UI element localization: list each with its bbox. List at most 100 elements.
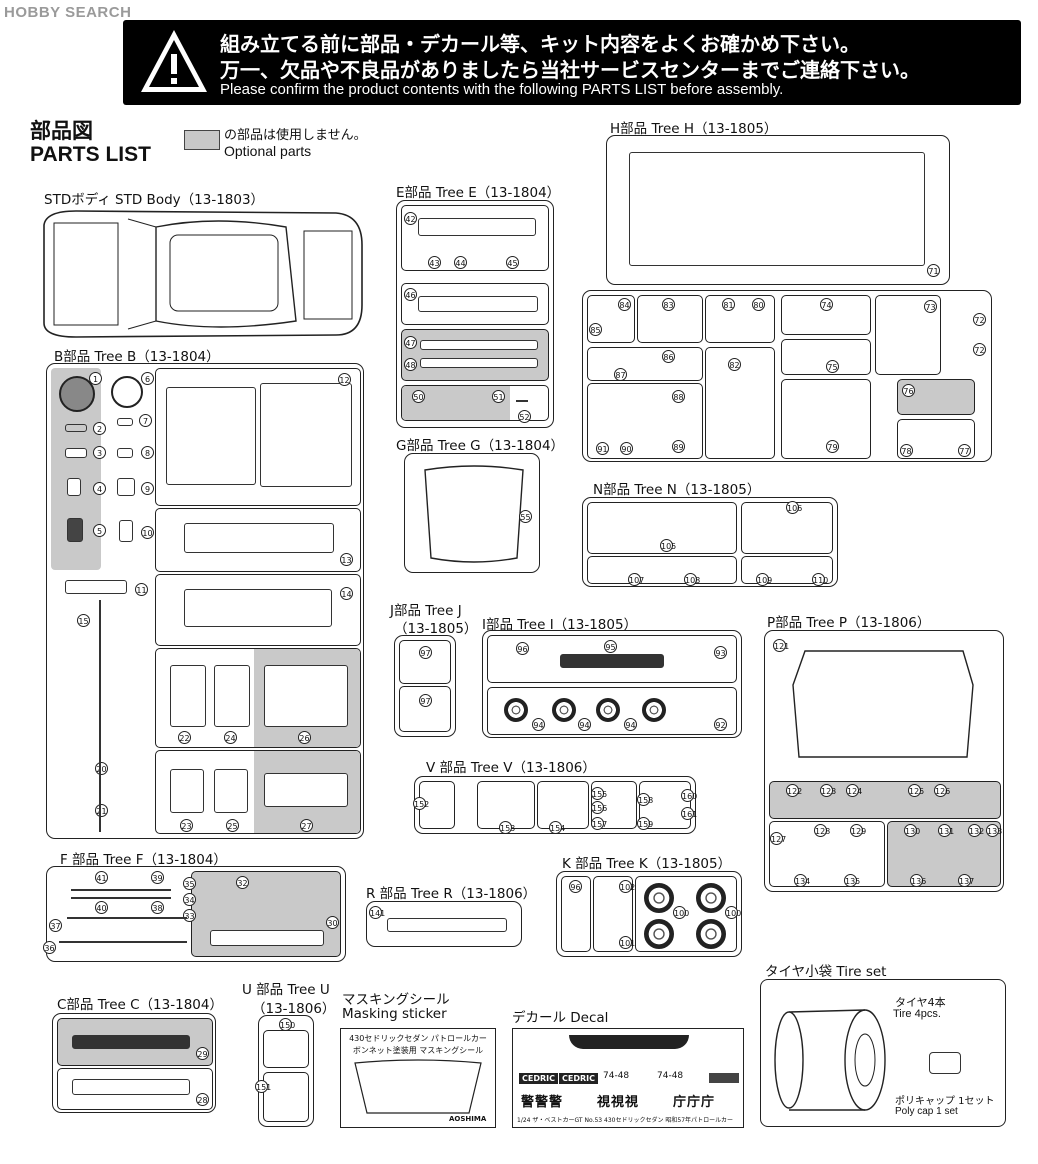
part-number-14: 14 xyxy=(340,587,353,600)
part-number-20: 20 xyxy=(95,762,108,775)
poly-cap-en: Poly cap 1 set xyxy=(895,1106,958,1117)
part-number-83: 83 xyxy=(662,298,675,311)
interior-side-part xyxy=(184,589,332,627)
decal-sheet: CEDRIC CEDRIC 74-48 74-48 警警警 視視視 庁庁庁 1/… xyxy=(512,1028,744,1128)
rod-part xyxy=(59,941,187,943)
part-number-97b: 97 xyxy=(419,694,432,707)
part-number-28: 28 xyxy=(196,1093,209,1106)
wheel-part xyxy=(642,698,666,722)
part-number-45: 45 xyxy=(506,256,519,269)
part-number-35: 35 xyxy=(183,877,196,890)
brake-cell: 81 80 xyxy=(705,295,775,343)
part-number-130: 130 xyxy=(904,824,920,837)
part-number-106: 106 xyxy=(786,501,802,514)
part-number-10: 10 xyxy=(141,526,154,539)
part-number-152: 152 xyxy=(413,797,429,810)
tree-j-label-2: （13-1805） xyxy=(394,621,478,637)
part-number-79: 79 xyxy=(826,440,839,453)
part-number-12: 12 xyxy=(338,373,351,386)
optional-muffler-cell: 76 xyxy=(897,379,975,415)
wheel-cell xyxy=(635,876,737,952)
tree-j-label-1: J部品 Tree J xyxy=(390,603,462,619)
part-number-42: 42 xyxy=(404,212,417,225)
seat-part xyxy=(170,665,206,727)
bumper-part xyxy=(420,340,538,350)
seat-base-cell: 23 25 27 xyxy=(155,750,361,834)
part-number-153: 153 xyxy=(499,821,515,834)
part-number-92: 92 xyxy=(714,718,727,731)
tire-stack-drawing xyxy=(774,1009,886,1111)
part-number-105: 105 xyxy=(660,539,676,552)
part-number-123: 123 xyxy=(820,784,836,797)
part-number-121: 121 xyxy=(773,639,789,652)
wheel-part xyxy=(552,698,576,722)
part-number-94c: 94 xyxy=(624,718,637,731)
tree-v-frame: 152 153 154 155 156 157 158 159 160 161 xyxy=(413,776,697,834)
part-number-32: 32 xyxy=(236,876,249,889)
poly-cap-drawing xyxy=(929,1052,961,1074)
hood-part xyxy=(424,465,524,563)
part-number-96: 96 xyxy=(516,642,529,655)
part-number-72b: 72 xyxy=(973,343,986,356)
part-number-36: 36 xyxy=(43,941,56,954)
std-body-label: STDボディ STD Body（13-1803） xyxy=(44,192,265,208)
part-number-131: 131 xyxy=(938,824,954,837)
suspension-cell: 82 xyxy=(705,347,775,459)
light-bar-part xyxy=(210,930,324,946)
tree-n-label: N部品 Tree N（13-1805） xyxy=(593,482,761,498)
small-part xyxy=(67,518,83,542)
masking-label-jp: マスキングシール xyxy=(342,992,450,1008)
part-number-84: 84 xyxy=(618,298,631,311)
lens-cell xyxy=(399,686,451,732)
tree-p-label: P部品 Tree P（13-1806） xyxy=(767,615,931,631)
part-cell xyxy=(263,1072,309,1122)
wheel-cell: 94 94 94 92 xyxy=(487,687,737,735)
part-number-5: 5 xyxy=(93,524,106,537)
tree-b-frame: 1 6 2 7 3 8 4 9 5 10 11 15 20 21 12 13 1… xyxy=(46,363,364,839)
plate-cell: 75 xyxy=(781,339,871,375)
part-number-109: 109 xyxy=(756,573,772,586)
part-number-21: 21 xyxy=(95,804,108,817)
knob-cell: 107 108 xyxy=(587,556,737,586)
std-body-drawing xyxy=(43,210,363,338)
decal-label: デカール Decal xyxy=(512,1010,609,1026)
decal-kanji-2: 視視視 xyxy=(597,1095,640,1110)
wheel-part xyxy=(644,883,674,913)
part-number-41: 41 xyxy=(95,871,108,884)
rear-seat-part xyxy=(264,665,348,727)
decal-footer: 1/24 ザ・ベストカーGT No.53 430セドリックセダン 昭和57年パト… xyxy=(517,1117,734,1124)
roof-part xyxy=(792,650,974,758)
part-number-37: 37 xyxy=(49,919,62,932)
part-number-13: 13 xyxy=(340,553,353,566)
bumper-part xyxy=(387,918,507,932)
tree-h-top-frame: 71 xyxy=(606,135,950,285)
part-number-129: 129 xyxy=(850,824,866,837)
part-number-1: 1 xyxy=(89,372,102,385)
part-number-24: 24 xyxy=(224,731,237,744)
part-number-44: 44 xyxy=(454,256,467,269)
part-number-23: 23 xyxy=(180,819,193,832)
part-number-133: 133 xyxy=(986,824,1002,837)
part-number-88: 88 xyxy=(672,390,685,403)
part-number-15: 15 xyxy=(77,614,90,627)
part-number-158: 158 xyxy=(637,793,653,806)
tree-f-frame: 32 30 41 39 35 34 33 40 38 37 36 xyxy=(43,866,346,962)
bumper-cell: 42 43 44 45 xyxy=(401,205,549,271)
part-number-155: 155 xyxy=(591,787,607,800)
hood-mask-shape xyxy=(354,1059,482,1114)
tree-e-label: E部品 Tree E（13-1804） xyxy=(396,185,561,201)
bumper-part xyxy=(420,358,538,368)
part-number-126: 126 xyxy=(934,784,950,797)
frame-cell: 79 xyxy=(781,379,871,459)
steering-wheel-part xyxy=(111,376,143,408)
seat-base-part xyxy=(170,769,204,813)
part-number-25: 25 xyxy=(226,819,239,832)
part-number-94: 94 xyxy=(532,718,545,731)
decal-logo-1: CEDRIC xyxy=(519,1073,558,1084)
interior-side-cell: 14 xyxy=(155,574,361,646)
bumper-part xyxy=(72,1079,190,1095)
rear-seat-base-part xyxy=(264,773,348,807)
decal-plate-2: 74-48 xyxy=(657,1071,684,1081)
small-part-cell: 78 77 xyxy=(897,419,975,459)
tree-g-frame: 55 xyxy=(404,453,540,573)
